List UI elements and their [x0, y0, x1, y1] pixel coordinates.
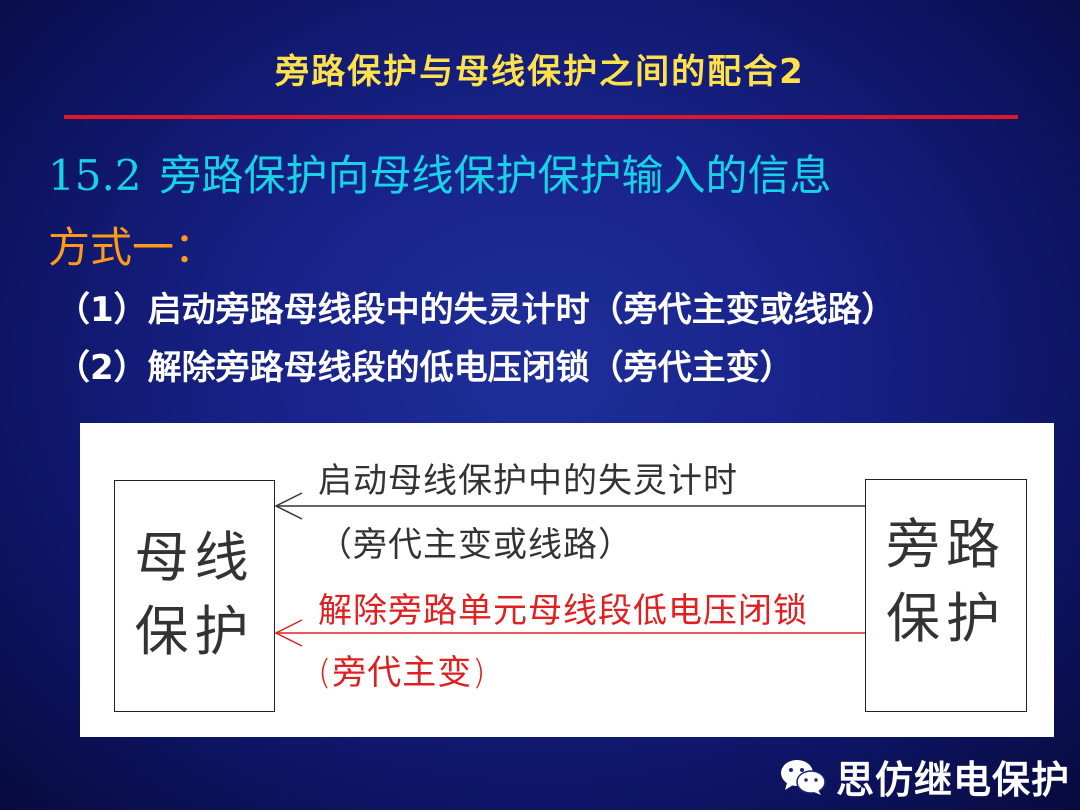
signal-2-label: 解除旁路单元母线段低电压闭锁: [318, 591, 808, 631]
section-heading: 15.2 旁路保护向母线保护保护输入的信息: [48, 142, 832, 203]
slide-title: 旁路保护与母线保护之间的配合2: [275, 52, 805, 92]
list-item: （1）启动旁路母线段中的失灵计时（旁代主变或线路）: [56, 290, 896, 330]
signal-1-note: （旁代主变或线路）: [318, 525, 633, 565]
signal-diagram: 母线 保护 旁路 保护 启动母线保护中的失灵计时 （旁代主变或线路） 解除旁路单…: [80, 423, 1054, 737]
box-label: 旁路: [886, 513, 1006, 576]
title-divider: [64, 115, 1018, 119]
brand-watermark: 思仿继电保护: [778, 749, 1070, 804]
arrow-head-2: [274, 619, 303, 647]
arrow-head-1: [274, 492, 303, 520]
signal-2-note: (旁代主变): [318, 653, 487, 693]
wechat-icon: [780, 759, 826, 795]
section-title: 旁路保护向母线保护保护输入的信息: [159, 151, 832, 200]
arrow-lines: [274, 492, 865, 647]
section-number: 15.2: [48, 151, 142, 200]
signal-1-label: 启动母线保护中的失灵计时: [318, 461, 738, 501]
box-label: 母线: [134, 526, 255, 589]
brand-name: 思仿继电保护: [835, 758, 1070, 802]
box-label: 保护: [134, 600, 255, 663]
busbar-protection-box: 母线 保护: [114, 480, 275, 712]
list-item: （2）解除旁路母线段的低电压闭锁（旁代主变）: [56, 348, 794, 388]
box-label: 保护: [886, 587, 1006, 650]
method-label: 方式一：: [48, 223, 217, 272]
bypass-protection-box: 旁路 保护: [865, 479, 1027, 712]
